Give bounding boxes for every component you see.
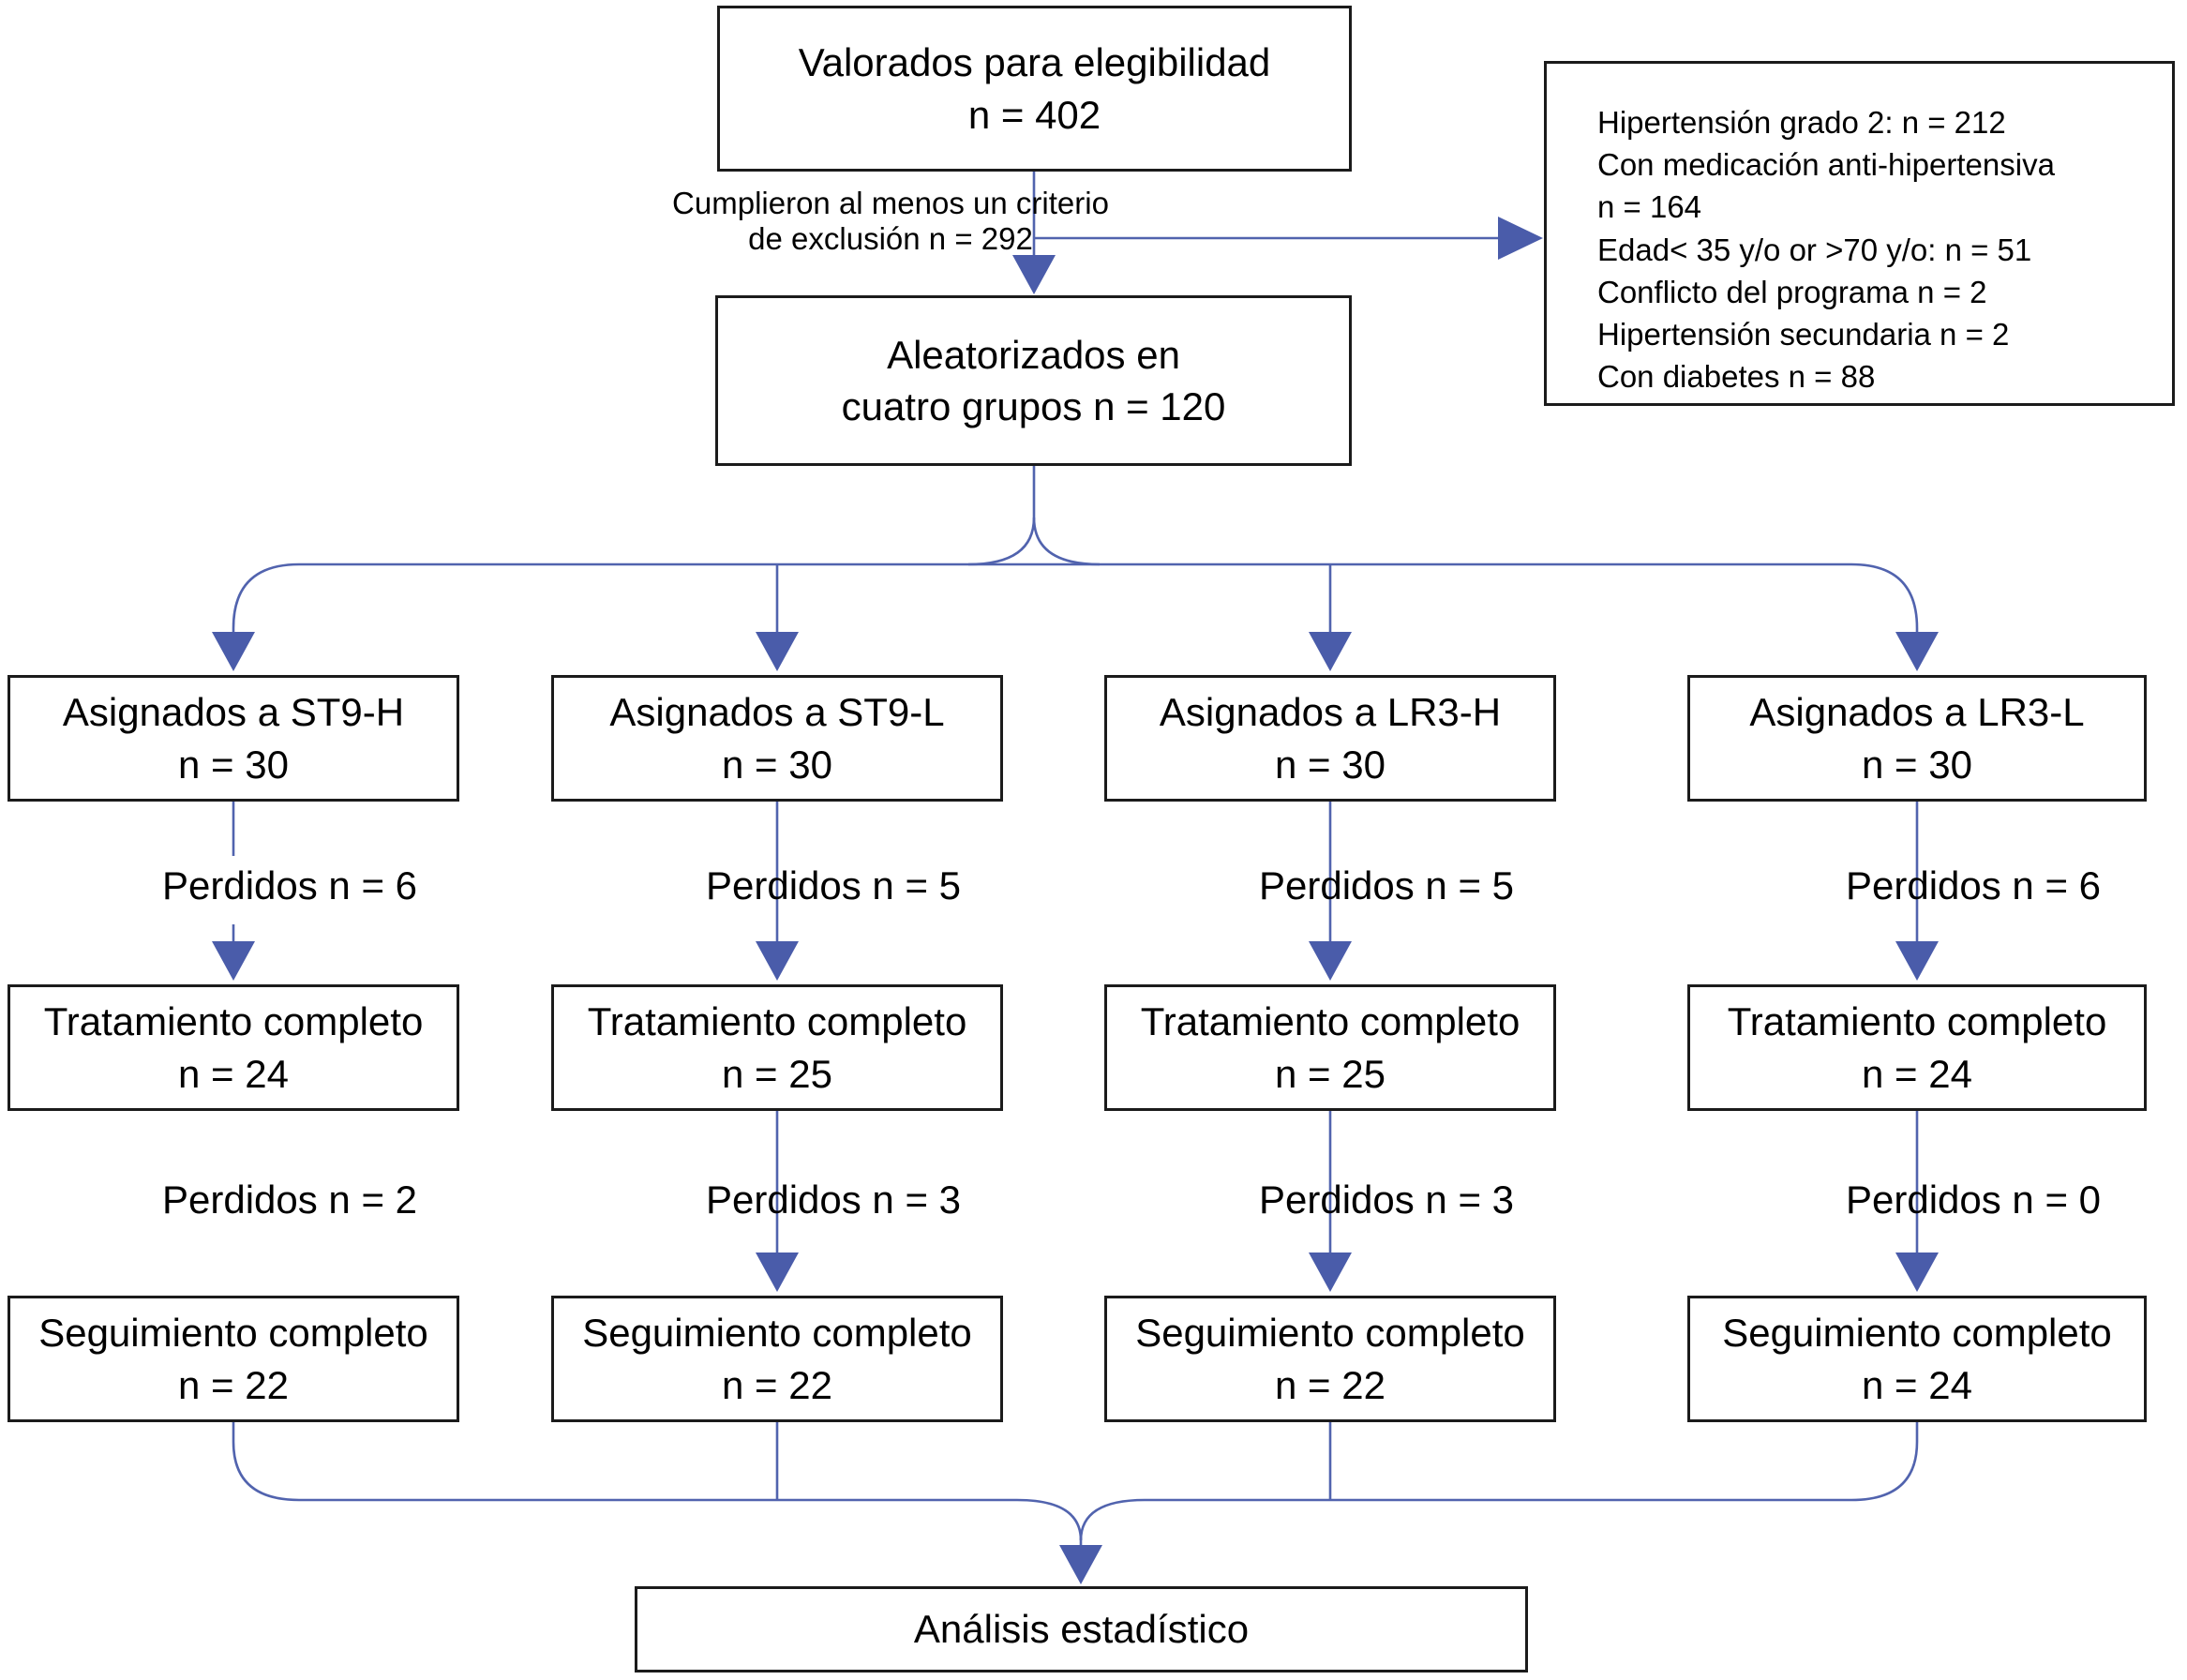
exclusion-label: Cumplieron al menos un criterio de exclu… [656,186,1125,258]
exclusion-label-line2: criterio de exclusión [748,186,1109,257]
arrow-group2-to-treatment-head [756,941,799,981]
group-box-lr3h-line1: Asignados a LR3-H [1159,690,1502,735]
treatment-box-lr3l-line1: Tratamiento completo [1727,999,2107,1044]
group-box-st9h-line2: n = 30 [178,742,289,787]
treatment-box-st9h-line2: n = 24 [178,1051,289,1096]
group-box-st9l-line2: n = 30 [722,742,832,787]
followup-box-lr3h: Seguimiento completo n = 22 [1104,1296,1556,1422]
arrow-into-group4-head [1895,632,1939,671]
randomized-box-line2: cuatro grupos n = 120 [841,384,1226,428]
arrow-into-group2-head [756,632,799,671]
fork-curve-right [1032,517,1101,566]
followup-box-st9l-line2: n = 22 [722,1362,832,1407]
arrow-into-group1-head [212,632,255,671]
merge-col4 [1079,1422,1919,1541]
analysis-box: Análisis estadístico [635,1586,1528,1672]
treatment-box-lr3l-line2: n = 24 [1862,1051,1972,1096]
treatment-box-st9h-line1: Tratamiento completo [43,999,424,1044]
arrow-group1-to-treatment-head [212,941,255,981]
treatment-box-lr3h: Tratamiento completo n = 25 [1104,984,1556,1111]
analysis-box-label: Análisis estadístico [913,1607,1250,1652]
arrow-into-analysis-head [1059,1545,1102,1584]
followup-box-lr3h-line2: n = 22 [1275,1362,1386,1407]
exclusion-box: Hipertensión grado 2: n = 212 Con medica… [1544,61,2175,406]
exclusion-label-line3: n = 292 [928,221,1033,257]
randomized-box-line1: Aleatorizados en [887,332,1180,377]
followup-box-lr3l: Seguimiento completo n = 24 [1687,1296,2147,1422]
group-box-st9h-line1: Asignados a ST9-H [62,690,405,735]
arrow-treatment3-to-followup-head [1309,1252,1352,1292]
lost-label-st9l-2: Perdidos n = 3 [705,1178,961,1222]
followup-box-st9h: Seguimiento completo n = 22 [7,1296,459,1422]
fork-elbow-col4 [1850,562,1919,634]
treatment-box-lr3h-line2: n = 25 [1275,1051,1386,1096]
followup-box-lr3l-line2: n = 24 [1862,1362,1972,1407]
eligibility-box-line1: Valorados para elegibilidad [798,40,1271,85]
exclusion-line-5: Conflicto del programa n = 2 [1597,274,1987,309]
group-box-st9l: Asignados a ST9-L n = 30 [551,675,1003,802]
followup-box-lr3h-line1: Seguimiento completo [1135,1311,1525,1356]
group-box-st9l-line1: Asignados a ST9-L [609,690,945,735]
group-box-lr3l-line2: n = 30 [1862,742,1972,787]
lost-label-st9l-1: Perdidos n = 5 [705,863,961,908]
lost-label-lr3l-1: Perdidos n = 6 [1845,863,2101,908]
arrow-to-exclusion-head [1498,217,1543,260]
arrow-eligibility-to-randomized-head [1012,255,1056,294]
group-box-lr3l: Asignados a LR3-L n = 30 [1687,675,2147,802]
fork-elbow-col1 [232,562,300,634]
followup-box-st9l: Seguimiento completo n = 22 [551,1296,1003,1422]
followup-box-st9h-line2: n = 22 [178,1362,289,1407]
arrow-treatment4-to-followup-head [1895,1252,1939,1292]
lost-label-lr3h-2: Perdidos n = 3 [1258,1178,1514,1222]
treatment-box-st9l: Tratamiento completo n = 25 [551,984,1003,1111]
exclusion-line-6: Hipertensión secundaria n = 2 [1597,317,2010,352]
group-box-lr3h: Asignados a LR3-H n = 30 [1104,675,1556,802]
arrow-into-group3-head [1309,632,1352,671]
exclusion-line-7: Con diabetes n = 88 [1597,359,1876,395]
followup-box-st9h-line1: Seguimiento completo [38,1311,428,1356]
lost-label-lr3l-2: Perdidos n = 0 [1845,1178,2101,1222]
fork-curve-left [967,517,1036,566]
treatment-box-st9h: Tratamiento completo n = 24 [7,984,459,1111]
eligibility-box-line2: n = 402 [967,92,1101,137]
arrow-group3-to-treatment-head [1309,941,1352,981]
randomized-box: Aleatorizados en cuatro grupos n = 120 [715,295,1352,466]
exclusion-label-line1: Cumplieron al menos un [672,186,1008,220]
exclusion-line-4: Edad< 35 y/o or >70 y/o: n = 51 [1597,232,2032,267]
treatment-box-lr3l: Tratamiento completo n = 24 [1687,984,2147,1111]
treatment-box-lr3h-line1: Tratamiento completo [1140,999,1520,1044]
arrow-treatment2-to-followup-head [756,1252,799,1292]
eligibility-box: Valorados para elegibilidad n = 402 [717,6,1352,172]
lost-label-st9h-1: Perdidos n = 6 [161,863,417,908]
exclusion-line-3: n = 164 [1597,189,1702,225]
exclusion-line-2: Con medicación anti-hipertensiva [1597,147,2055,183]
treatment-box-st9l-line2: n = 25 [722,1051,832,1096]
group-box-st9h: Asignados a ST9-H n = 30 [7,675,459,802]
lost-label-st9h-2: Perdidos n = 2 [161,1178,417,1222]
group-box-lr3l-line1: Asignados a LR3-L [1749,690,2085,735]
followup-box-st9l-line1: Seguimiento completo [582,1311,972,1356]
group-box-lr3h-line2: n = 30 [1275,742,1386,787]
lost-label-lr3h-1: Perdidos n = 5 [1258,863,1514,908]
arrow-group4-to-treatment-head [1895,941,1939,981]
exclusion-line-1: Hipertensión grado 2: n = 212 [1597,105,2006,140]
treatment-box-st9l-line1: Tratamiento completo [587,999,967,1044]
followup-box-lr3l-line1: Seguimiento completo [1722,1311,2112,1356]
merge-col1 [232,1422,1083,1541]
